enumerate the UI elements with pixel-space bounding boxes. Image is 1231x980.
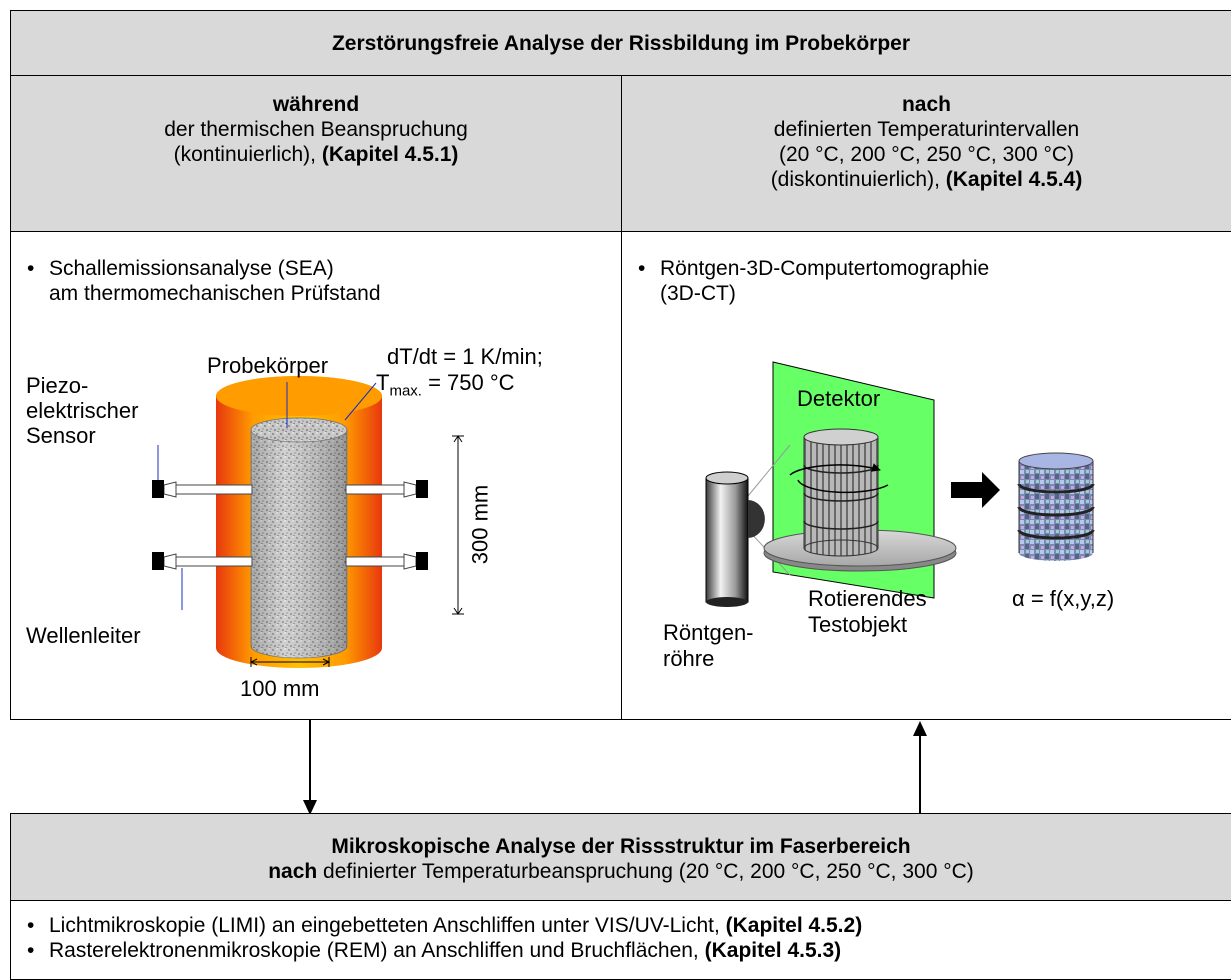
label-rotating-line2: Testobjekt xyxy=(808,612,908,637)
label-probekoerper: Probekörper xyxy=(207,353,329,378)
result-arrow-icon xyxy=(951,472,1000,508)
waveguide-rods xyxy=(152,480,428,570)
right-header-chapter: (Kapitel 4.5.4) xyxy=(945,168,1083,191)
bottom-bullet-item-2: Rasterelektronenmikroskopie (REM) an Ans… xyxy=(19,938,862,963)
bottom-item-1-text: Lichtmikroskopie (LIMI) an eingebetteten… xyxy=(49,914,726,937)
label-wellenleiter: Wellenleiter xyxy=(26,623,141,648)
left-bullet-line2: am thermomechanischen Prüfstand xyxy=(49,282,381,305)
rotation-arrow-icon xyxy=(789,463,889,494)
label-tube-line1: Röntgen- xyxy=(663,620,754,645)
right-header-bold: nach xyxy=(901,93,951,116)
left-header-line2: der thermischen Beanspruchung xyxy=(164,118,468,141)
label-sensor-line3: Sensor xyxy=(26,423,96,448)
right-bullet-item: Röntgen-3D-Computertomographie (3D-CT) xyxy=(630,256,989,306)
label-sensor-line1: Piezo- xyxy=(26,373,89,398)
dimension-width xyxy=(249,657,331,667)
bottom-item-2-chapter: (Kapitel 4.5.3) xyxy=(704,939,842,962)
right-bullet-line2: (3D-CT) xyxy=(660,282,736,305)
bottom-body-cell: Lichtmikroskopie (LIMI) an eingebetteten… xyxy=(10,900,1231,980)
bottom-bullet-list: Lichtmikroskopie (LIMI) an eingebetteten… xyxy=(19,913,862,963)
left-header-bold: während xyxy=(272,93,360,116)
left-header-line3-plain: (kontinuierlich), xyxy=(173,143,322,166)
leader-lines xyxy=(157,382,377,610)
right-body-cell: Röntgen-3D-Computertomographie (3D-CT) xyxy=(621,231,1231,720)
label-rotating-line1: Rotierendes xyxy=(808,586,927,611)
arrow-down-to-microscopy xyxy=(303,720,317,815)
bottom-header-cell: Mikroskopische Analyse der Rissstruktur … xyxy=(10,813,1231,901)
top-title: Zerstörungsfreie Analyse der Rissbildung… xyxy=(331,32,911,55)
bottom-subtitle-bold: nach xyxy=(268,860,318,883)
right-header-line4: (diskontinuierlich), (Kapitel 4.5.4) xyxy=(622,167,1231,192)
label-tmax-sub: max. xyxy=(389,382,422,400)
left-bullet-item: Schallemissionsanalyse (SEA) am thermome… xyxy=(19,256,381,306)
test-object xyxy=(803,428,879,557)
right-header-line2: definierten Temperaturintervallen xyxy=(773,118,1080,141)
label-formula: α = f(x,y,z) xyxy=(1012,586,1115,611)
right-bullet-list: Röntgen-3D-Computertomographie (3D-CT) xyxy=(630,256,989,306)
bottom-item-1-chapter: (Kapitel 4.5.2) xyxy=(725,914,863,937)
label-sensor-line2: elektrischer xyxy=(26,398,139,423)
dimension-height xyxy=(452,435,464,615)
ct-volume xyxy=(1017,452,1095,561)
label-heating-rate: dT/dt = 1 K/min; xyxy=(387,344,543,369)
label-width-100mm: 100 mm xyxy=(240,676,320,701)
right-header-cell: nach definierten Temperaturintervallen (… xyxy=(621,75,1231,232)
label-detektor: Detektor xyxy=(797,386,881,411)
bottom-subtitle: nach definierter Temperaturbeanspruchung… xyxy=(11,859,1231,884)
left-header-cell: während der thermischen Beanspruchung (k… xyxy=(10,75,622,232)
bottom-item-2-text: Rasterelektronenmikroskopie (REM) an Ans… xyxy=(49,939,705,962)
right-header-line4-plain: (diskontinuierlich), xyxy=(770,168,946,191)
arrow-up-to-ct xyxy=(913,721,927,813)
left-bullet-line1: Schallemissionsanalyse (SEA) xyxy=(49,257,334,280)
left-header-chapter: (Kapitel 4.5.1) xyxy=(321,143,459,166)
right-header-line3: (20 °C, 200 °C, 250 °C, 300 °C) xyxy=(778,143,1075,166)
label-height-300mm: 300 mm xyxy=(467,484,493,565)
label-tmax-value: = 750 °C xyxy=(421,370,515,395)
left-header-line3: (kontinuierlich), (Kapitel 4.5.1) xyxy=(11,142,621,167)
specimen-cylinder xyxy=(250,417,348,659)
top-title-cell: Zerstörungsfreie Analyse der Rissbildung… xyxy=(10,10,1231,76)
label-tmax-T: T xyxy=(376,370,390,395)
label-tube-line2: röhre xyxy=(663,646,715,671)
right-bullet-line1: Röntgen-3D-Computertomographie xyxy=(660,257,990,280)
label-tmax: Tmax. = 750 °C xyxy=(376,370,515,403)
left-bullet-list: Schallemissionsanalyse (SEA) am thermome… xyxy=(19,256,381,306)
bottom-title: Mikroskopische Analyse der Rissstruktur … xyxy=(331,835,911,858)
bottom-bullet-item-1: Lichtmikroskopie (LIMI) an eingebetteten… xyxy=(19,913,862,938)
bottom-subtitle-rest: definierter Temperaturbeanspruchung (20 … xyxy=(317,860,974,883)
xray-tube xyxy=(705,471,765,607)
